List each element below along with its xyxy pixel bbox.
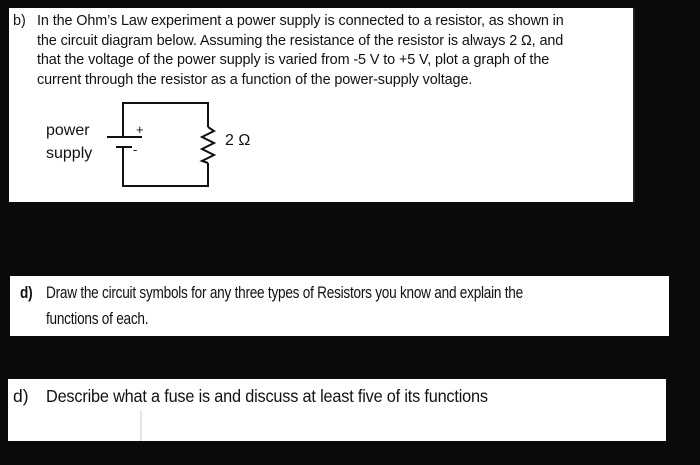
question-b-label: b) — [13, 13, 26, 29]
question-b-line-2: the circuit diagram below. Assuming the … — [37, 32, 564, 49]
question-b-text: In the Ohm’s Law experiment a power supp… — [37, 12, 633, 90]
supply-label: supply — [46, 145, 93, 162]
question-d1-line-1: Draw the circuit symbols for any three t… — [46, 283, 523, 302]
question-b-line-3: that the voltage of the power supply is … — [37, 52, 550, 68]
question-b-line-4: current through the resistor as a functi… — [37, 71, 473, 88]
resistor-value: 2 Ω — [225, 132, 251, 149]
question-d2-label: d) — [13, 386, 29, 406]
question-d1-panel: d) Draw the circuit symbols for any thre… — [10, 276, 669, 336]
circuit-diagram: + - — [107, 102, 217, 187]
text-cursor-divider — [140, 411, 142, 441]
question-b-panel: b) In the Ohm’s Law experiment a power s… — [9, 8, 635, 202]
minus-sign: - — [133, 142, 137, 157]
question-d2-panel: d) Describe what a fuse is and discuss a… — [8, 379, 666, 441]
question-d1-line-2: functions of each. — [46, 309, 149, 328]
question-b-line-1: In the Ohm’s Law experiment a power supp… — [37, 13, 564, 29]
question-d1-label: d) — [20, 283, 33, 302]
plus-sign: + — [136, 122, 144, 137]
power-label: power — [46, 122, 90, 139]
question-d2-text: Describe what a fuse is and discuss at l… — [46, 386, 488, 406]
